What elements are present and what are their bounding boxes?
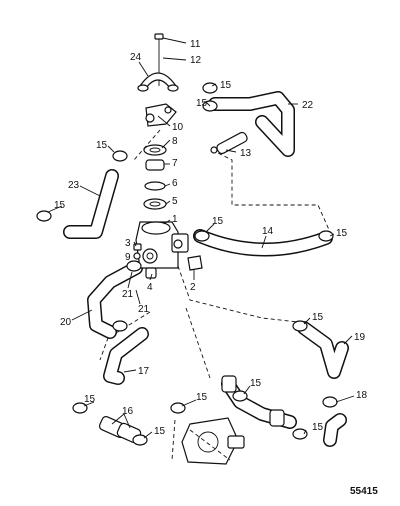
callout-23: 23 <box>68 180 80 191</box>
clamps <box>36 82 338 446</box>
routing-lines <box>99 129 331 461</box>
callout-15: 15 <box>220 80 232 91</box>
callout-16: 16 <box>122 406 134 417</box>
connector-lower-middle <box>221 375 237 393</box>
leader-lines <box>47 37 355 439</box>
callout-22: 22 <box>302 100 314 111</box>
callout-2: 2 <box>190 282 196 293</box>
housing-1 <box>135 221 189 269</box>
callout-5: 5 <box>172 196 178 207</box>
callout-4: 4 <box>147 282 153 293</box>
callout-15: 15 <box>212 216 224 227</box>
callout-24: 24 <box>130 52 142 63</box>
hose-14 <box>193 229 333 257</box>
callout-15: 15 <box>84 394 96 405</box>
callout-8: 8 <box>172 136 178 147</box>
hose-19 <box>297 321 349 379</box>
callout-15: 15 <box>336 228 348 239</box>
gasket-8 <box>143 144 167 156</box>
callout-9: 9 <box>125 252 131 263</box>
callout-15: 15 <box>196 98 208 109</box>
callout-15: 15 <box>250 378 262 389</box>
fitting-2 <box>187 255 203 271</box>
callout-15: 15 <box>312 422 324 433</box>
callout-17: 17 <box>138 366 150 377</box>
gasket-5 <box>143 198 167 210</box>
hose-22 <box>208 91 295 157</box>
callout-6: 6 <box>172 178 178 189</box>
callout-11: 11 <box>190 39 201 50</box>
callout-19: 19 <box>354 332 366 343</box>
callout-15: 15 <box>96 140 108 151</box>
hose-20 <box>87 261 143 339</box>
callout-10: 10 <box>172 122 184 133</box>
callout-21: 21 <box>122 289 134 300</box>
callout-14: 14 <box>262 226 274 237</box>
callout-labels: 11 12 24 15 15 22 10 8 13 15 7 6 23 5 15… <box>54 39 368 437</box>
seal-7 <box>145 159 165 171</box>
callout-21: 21 <box>138 304 150 315</box>
callout-13: 13 <box>240 148 252 159</box>
callout-1: 1 <box>172 214 178 225</box>
callout-12: 12 <box>190 55 202 66</box>
hose-lower-right <box>323 413 347 447</box>
callout-15: 15 <box>312 312 324 323</box>
callout-15: 15 <box>54 200 66 211</box>
figure-number: 55415 <box>350 486 378 497</box>
callout-18: 18 <box>356 390 368 401</box>
callout-20: 20 <box>60 317 72 328</box>
pipe-13 <box>210 131 248 155</box>
ring-6 <box>144 181 166 191</box>
hose-17 <box>103 327 149 385</box>
elbow-10 <box>145 103 177 127</box>
callout-3: 3 <box>125 238 131 249</box>
pump-assembly <box>181 417 245 465</box>
connector-lower-right <box>269 409 285 427</box>
callout-15: 15 <box>154 426 166 437</box>
washer-9 <box>133 252 141 260</box>
hose-23 <box>63 169 119 239</box>
callout-15: 15 <box>196 392 208 403</box>
bracket-24 <box>137 72 179 92</box>
callout-7: 7 <box>172 158 178 169</box>
